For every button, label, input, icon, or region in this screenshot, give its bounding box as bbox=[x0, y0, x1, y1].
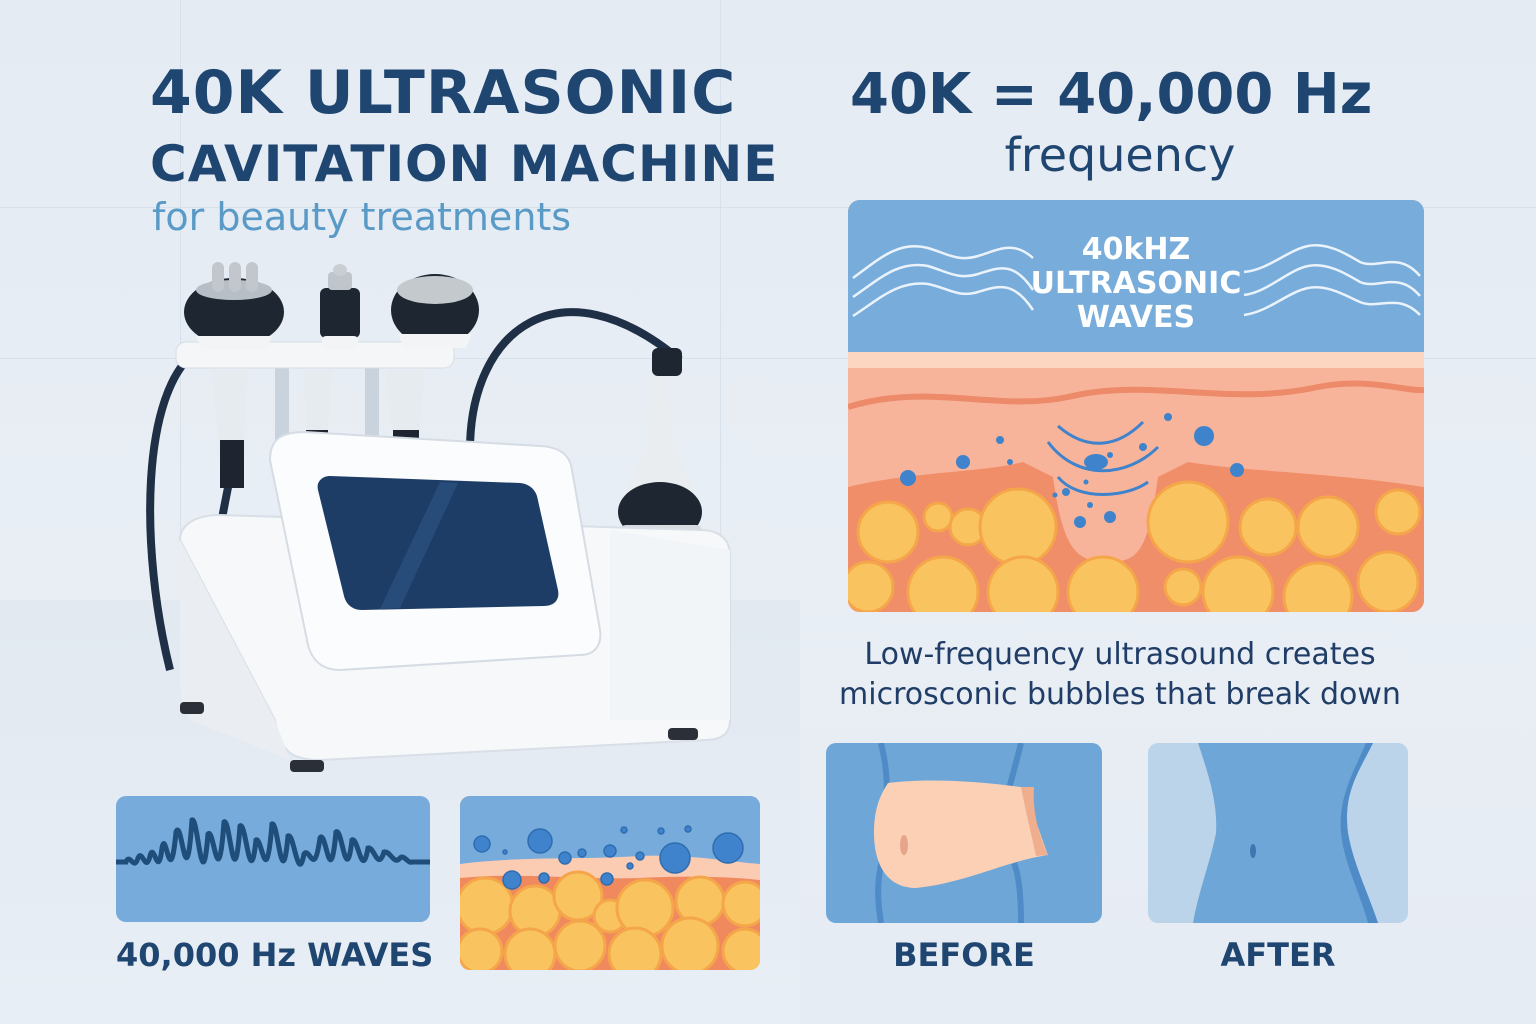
waist-after-illustration bbox=[1193, 743, 1378, 923]
wave-label-type: ULTRASONIC bbox=[1030, 266, 1242, 301]
main-title-line1: 40K ULTRASONIC bbox=[150, 58, 737, 128]
waveform-label: 40,000 Hz WAVES bbox=[116, 936, 434, 974]
background-grid-line bbox=[0, 358, 1536, 359]
bubbles-fat-panel bbox=[460, 796, 760, 970]
before-image bbox=[826, 743, 1102, 923]
main-title-line2: CAVITATION MACHINE bbox=[150, 135, 779, 193]
before-label: BEFORE bbox=[893, 936, 1035, 974]
waveform-icon bbox=[116, 817, 430, 867]
background-grid-line bbox=[720, 0, 721, 600]
background-grid-line bbox=[0, 207, 1536, 208]
belly-before-illustration bbox=[874, 743, 1048, 923]
caption-line2: microsconic bubbles that break down bbox=[839, 677, 1401, 712]
cavitation-machine-illustration bbox=[146, 262, 731, 772]
sound-waves-icon bbox=[852, 244, 1421, 318]
main-subtitle: for beauty treatments bbox=[152, 195, 572, 239]
frequency-equation: 40K = 40,000 Hz bbox=[850, 62, 1373, 127]
background-grid-line bbox=[180, 0, 181, 600]
wave-banner: 40kHZ ULTRASONIC WAVES bbox=[848, 200, 1424, 352]
frequency-label: frequency bbox=[1004, 128, 1236, 182]
cavitation-bubbles-illustration bbox=[460, 796, 760, 970]
caption-line1: Low-frequency ultrasound creates bbox=[864, 637, 1376, 672]
after-image bbox=[1148, 743, 1408, 923]
ultrasonic-tissue-diagram: 40kHZ ULTRASONIC WAVES bbox=[848, 200, 1424, 612]
wave-label-frequency: 40kHZ bbox=[1081, 232, 1191, 267]
skin-fat-layers-illustration bbox=[848, 352, 1424, 612]
wave-label-waves: WAVES bbox=[1076, 300, 1196, 335]
after-label: AFTER bbox=[1220, 936, 1336, 974]
waveform-panel bbox=[116, 796, 430, 922]
